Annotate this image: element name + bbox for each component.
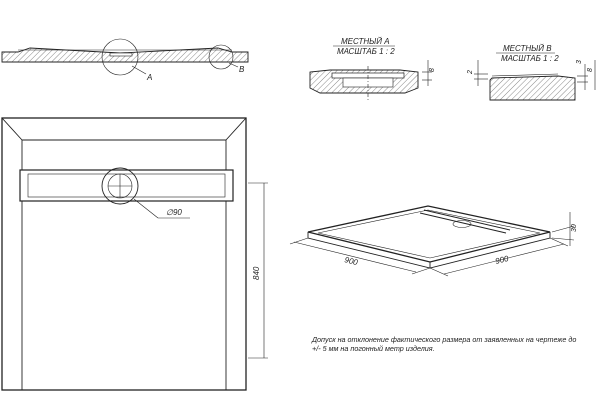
drain-diameter-label: ∅90 (166, 208, 182, 217)
local-view-b-left-dim: 2 (467, 70, 474, 75)
iso-width-left: 900 (344, 255, 360, 267)
local-view-b-scale: МАСШТАБ 1 : 2 (501, 54, 559, 63)
local-view-a-scale: МАСШТАБ 1 : 2 (337, 47, 395, 56)
local-view-a-height: 8 (429, 68, 436, 72)
local-view-a: МЕСТНЫЙ А МАСШТАБ 1 : 2 8 (309, 37, 436, 100)
local-view-a-title: МЕСТНЫЙ А (341, 37, 390, 46)
callout-b: B (239, 65, 245, 74)
detail-circle-a (101, 38, 139, 76)
callout-a: A (146, 73, 152, 82)
iso-drain (452, 220, 472, 228)
iso-thickness: 30 (571, 224, 578, 232)
iso-width-right: 900 (494, 254, 510, 266)
tray-cross-section: A B (1, 38, 249, 82)
drain-outer (101, 167, 139, 205)
local-view-b-title: МЕСТНЫЙ В (503, 44, 552, 53)
plan-height-dim: 840 (252, 266, 261, 280)
tolerance-note: Допуск на отклонение фактического размер… (312, 335, 577, 353)
local-view-b-height: 8 (587, 68, 594, 72)
detail-circle-b (208, 44, 234, 70)
isometric-view: 900 900 30 (289, 205, 578, 277)
plan-view: ∅90 840 (1, 117, 268, 391)
local-view-b: МЕСТНЫЙ В МАСШТАБ 1 : 2 2 3 8 (467, 44, 596, 101)
local-view-b-right-dim: 3 (576, 60, 583, 64)
